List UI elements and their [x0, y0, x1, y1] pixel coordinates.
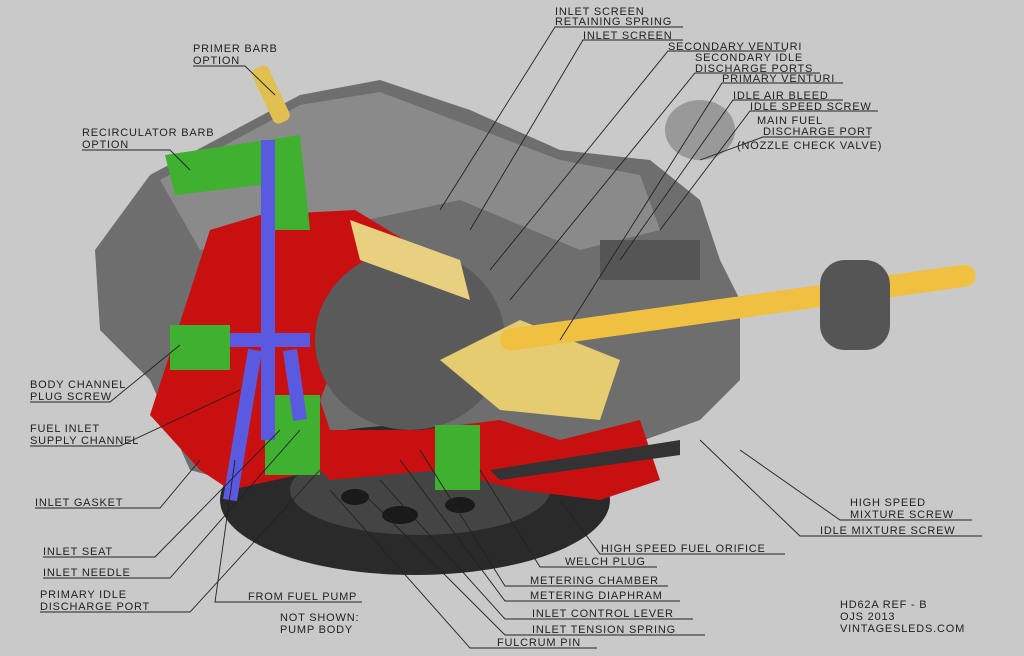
label-fulcrum-pin: FULCRUM PIN: [497, 637, 581, 649]
label-primer-barb-1: PRIMER BARB: [193, 43, 278, 55]
label-metering-diaphram: METERING DIAPHRAM: [530, 590, 663, 602]
label-high-speed-mixture-2: MIXTURE SCREW: [850, 509, 954, 521]
label-inlet-screen-retaining-spring-1: INLET SCREEN: [555, 6, 644, 18]
label-idle-air-bleed: IDLE AIR BLEED: [733, 90, 829, 102]
label-not-shown-1: NOT SHOWN:: [280, 612, 359, 624]
label-inlet-screen: INLET SCREEN: [583, 30, 672, 42]
label-high-speed-mixture-1: HIGH SPEED: [850, 497, 926, 509]
label-primary-venturi: PRIMARY VENTURI: [722, 73, 835, 85]
leader-lines: [30, 26, 982, 649]
label-primer-barb-2: OPTION: [193, 55, 240, 67]
label-recirculator-barb-1: RECIRCULATOR BARB: [82, 127, 214, 139]
label-inlet-needle: INLET NEEDLE: [43, 567, 131, 579]
label-inlet-seat: INLET SEAT: [43, 546, 113, 558]
credit-ref: HD62A REF - B: [840, 599, 927, 611]
label-body-channel-2: PLUG SCREW: [30, 391, 112, 403]
label-not-shown-2: PUMP BODY: [280, 624, 353, 636]
throttle-plate: [440, 320, 620, 420]
label-from-fuel-pump: FROM FUEL PUMP: [248, 591, 357, 603]
label-welch-plug: WELCH PLUG: [565, 556, 646, 568]
port-hole: [445, 497, 475, 513]
credit-site: VINTAGESLEDS.COM: [840, 623, 965, 635]
credit-author: OJS 2013: [840, 611, 895, 623]
label-inlet-gasket: INLET GASKET: [35, 497, 123, 509]
idle-speed-screw: [600, 240, 700, 280]
fuel-channel: [223, 140, 310, 502]
port-hole: [341, 489, 369, 505]
label-recirculator-barb-2: OPTION: [82, 139, 129, 151]
label-fuel-inlet-2: SUPPLY CHANNEL: [30, 435, 139, 447]
label-main-fuel-2: DISCHARGE PORT: [763, 126, 873, 138]
idle-mixture-screw: [490, 440, 680, 480]
label-idle-mixture-screw: IDLE MIXTURE SCREW: [820, 525, 955, 537]
label-secondary-idle-2: DISCHARGE PORTS: [695, 63, 813, 75]
green-high-speed-fitting: [435, 425, 480, 490]
label-secondary-idle-1: SECONDARY IDLE: [695, 52, 803, 64]
label-inlet-tension-spring: INLET TENSION SPRING: [532, 624, 676, 636]
port-hole: [382, 506, 418, 524]
label-high-speed-fuel-orifice: HIGH SPEED FUEL ORIFICE: [601, 543, 766, 555]
throttle-arm: [820, 260, 890, 350]
label-inlet-control-lever: INLET CONTROL LEVER: [532, 608, 674, 620]
label-primary-idle-2: DISCHARGE PORT: [40, 601, 150, 613]
label-body-channel-1: BODY CHANNEL: [30, 379, 126, 391]
label-secondary-venturi: SECONDARY VENTURI: [668, 41, 802, 53]
label-main-fuel-3: (NOZZLE CHECK VALVE): [737, 140, 882, 152]
carburetor-drawing: [95, 65, 976, 575]
label-inlet-screen-retaining-spring-2: RETAINING SPRING: [555, 16, 672, 28]
green-plug-screw: [170, 325, 230, 370]
callout-labels: INLET SCREEN RETAINING SPRING INLET SCRE…: [30, 6, 965, 649]
label-primary-idle-1: PRIMARY IDLE: [40, 589, 127, 601]
label-main-fuel-1: MAIN FUEL: [757, 115, 823, 127]
label-fuel-inlet-1: FUEL INLET: [30, 423, 100, 435]
label-idle-speed-screw: IDLE SPEED SCREW: [750, 101, 872, 113]
choke-plate: [350, 220, 470, 300]
label-metering-chamber: METERING CHAMBER: [530, 575, 659, 587]
primer-barb: [252, 65, 290, 124]
